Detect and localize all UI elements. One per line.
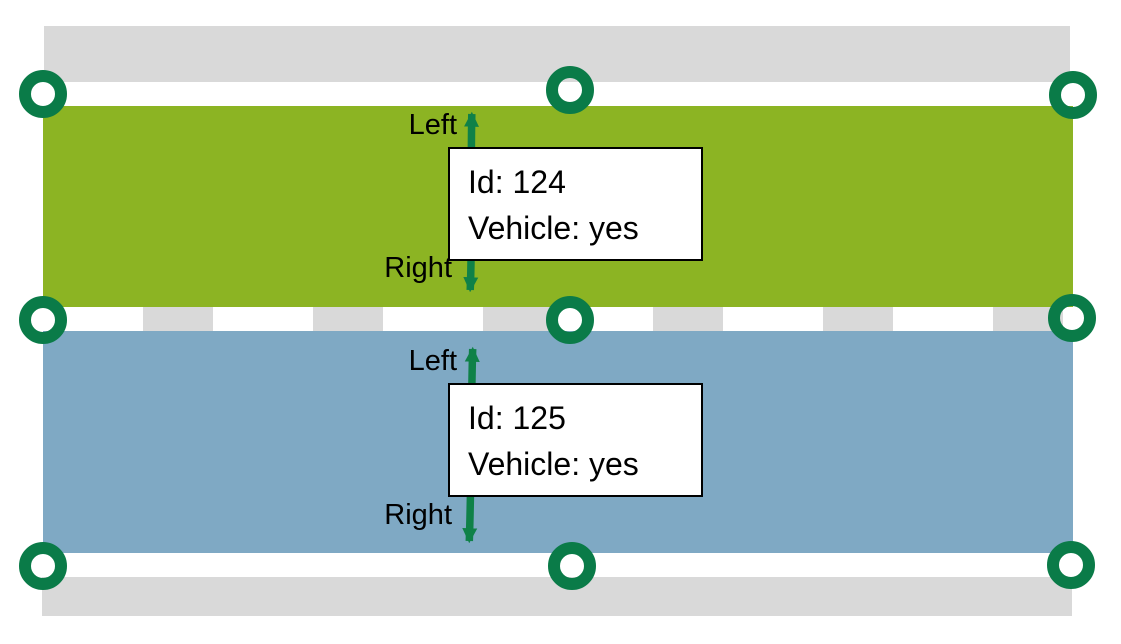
vehicle-text: Vehicle: yes	[468, 446, 639, 482]
lane-node[interactable]	[548, 542, 596, 590]
lane-node[interactable]	[1048, 294, 1096, 342]
vehicle-text: Vehicle: yes	[468, 210, 639, 246]
lane-id-text: Id: 125	[468, 400, 566, 436]
lane-node[interactable]	[546, 66, 594, 114]
lane-node[interactable]	[1049, 71, 1097, 119]
lane-125-right-label: Right	[384, 499, 452, 531]
lane-125-info-box: Id: 125 Vehicle: yes	[448, 383, 703, 497]
lane-node[interactable]	[1047, 541, 1095, 589]
lane-124-right-label: Right	[384, 252, 452, 284]
lane-node[interactable]	[19, 70, 67, 118]
lane-node[interactable]	[19, 296, 67, 344]
lane-124-info-box: Id: 124 Vehicle: yes	[448, 147, 703, 261]
lane-node[interactable]	[19, 542, 67, 590]
lane-node[interactable]	[546, 296, 594, 344]
lane-124-left-label: Left	[408, 109, 457, 141]
lane-id-text: Id: 124	[468, 164, 566, 200]
lane-125-left-label: Left	[408, 345, 457, 377]
